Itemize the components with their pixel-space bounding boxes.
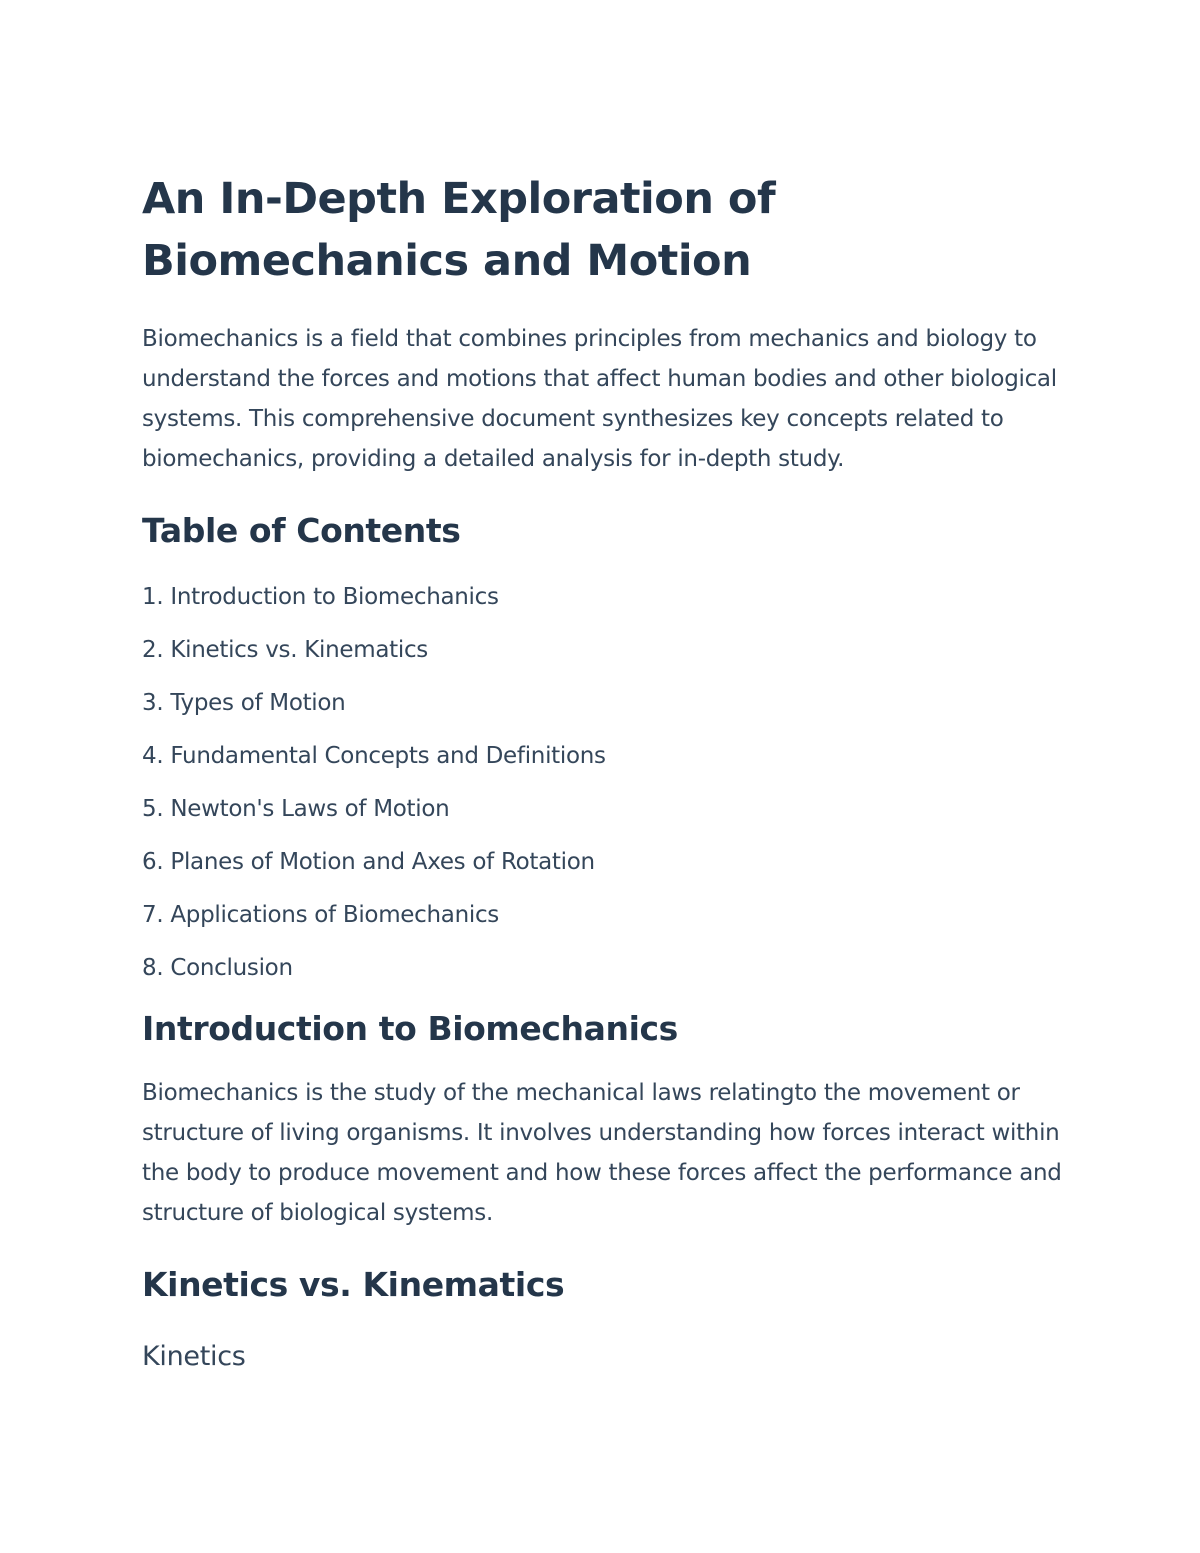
- toc-item-label: Conclusion: [170, 955, 293, 981]
- toc-item-label: Kinetics vs. Kinematics: [170, 637, 428, 663]
- toc-item-label: Newton's Laws of Motion: [170, 796, 450, 822]
- toc-item-label: Fundamental Concepts and Definitions: [170, 743, 606, 769]
- document-page: An In-Depth Exploration of Biomechanics …: [142, 168, 1062, 1377]
- toc-item-label: Types of Motion: [170, 690, 346, 716]
- toc-item-applications: 7. Applications of Biomechanics: [142, 899, 1062, 932]
- toc-item-introduction: 1. Introduction to Biomechanics: [142, 581, 1062, 614]
- subsection-heading-kinetics: Kinetics: [142, 1341, 246, 1372]
- toc-item-number: 2.: [142, 637, 164, 663]
- toc-item-number: 6.: [142, 849, 164, 875]
- document-title: An In-Depth Exploration of Biomechanics …: [142, 174, 776, 286]
- toc-item-types-of-motion: 3. Types of Motion: [142, 687, 1062, 720]
- toc-item-number: 8.: [142, 955, 164, 981]
- toc-item-number: 4.: [142, 743, 164, 769]
- section-text-introduction: Biomechanics is the study of the mechani…: [142, 1080, 1062, 1226]
- toc-item-label: Planes of Motion and Axes of Rotation: [170, 849, 595, 875]
- toc-item-conclusion: 8. Conclusion: [142, 952, 1062, 985]
- toc-item-newtons-laws: 5. Newton's Laws of Motion: [142, 793, 1062, 826]
- toc-item-number: 7.: [142, 902, 164, 928]
- section-heading-kinetics-kinematics: Kinetics vs. Kinematics: [142, 1265, 565, 1304]
- toc-item-kinetics-kinematics: 2. Kinetics vs. Kinematics: [142, 634, 1062, 667]
- section-heading-introduction: Introduction to Biomechanics: [142, 1009, 678, 1048]
- toc-item-label: Applications of Biomechanics: [170, 902, 499, 928]
- toc-item-number: 1.: [142, 584, 164, 610]
- intro-paragraph: Biomechanics is a field that combines pr…: [142, 326, 1057, 472]
- toc-item-number: 3.: [142, 690, 164, 716]
- table-of-contents: 1. Introduction to Biomechanics 2. Kinet…: [142, 581, 1062, 985]
- toc-item-label: Introduction to Biomechanics: [170, 584, 499, 610]
- toc-heading: Table of Contents: [142, 511, 461, 550]
- toc-item-number: 5.: [142, 796, 164, 822]
- toc-item-fundamental-concepts: 4. Fundamental Concepts and Definitions: [142, 740, 1062, 773]
- toc-item-planes-of-motion: 6. Planes of Motion and Axes of Rotation: [142, 846, 1062, 879]
